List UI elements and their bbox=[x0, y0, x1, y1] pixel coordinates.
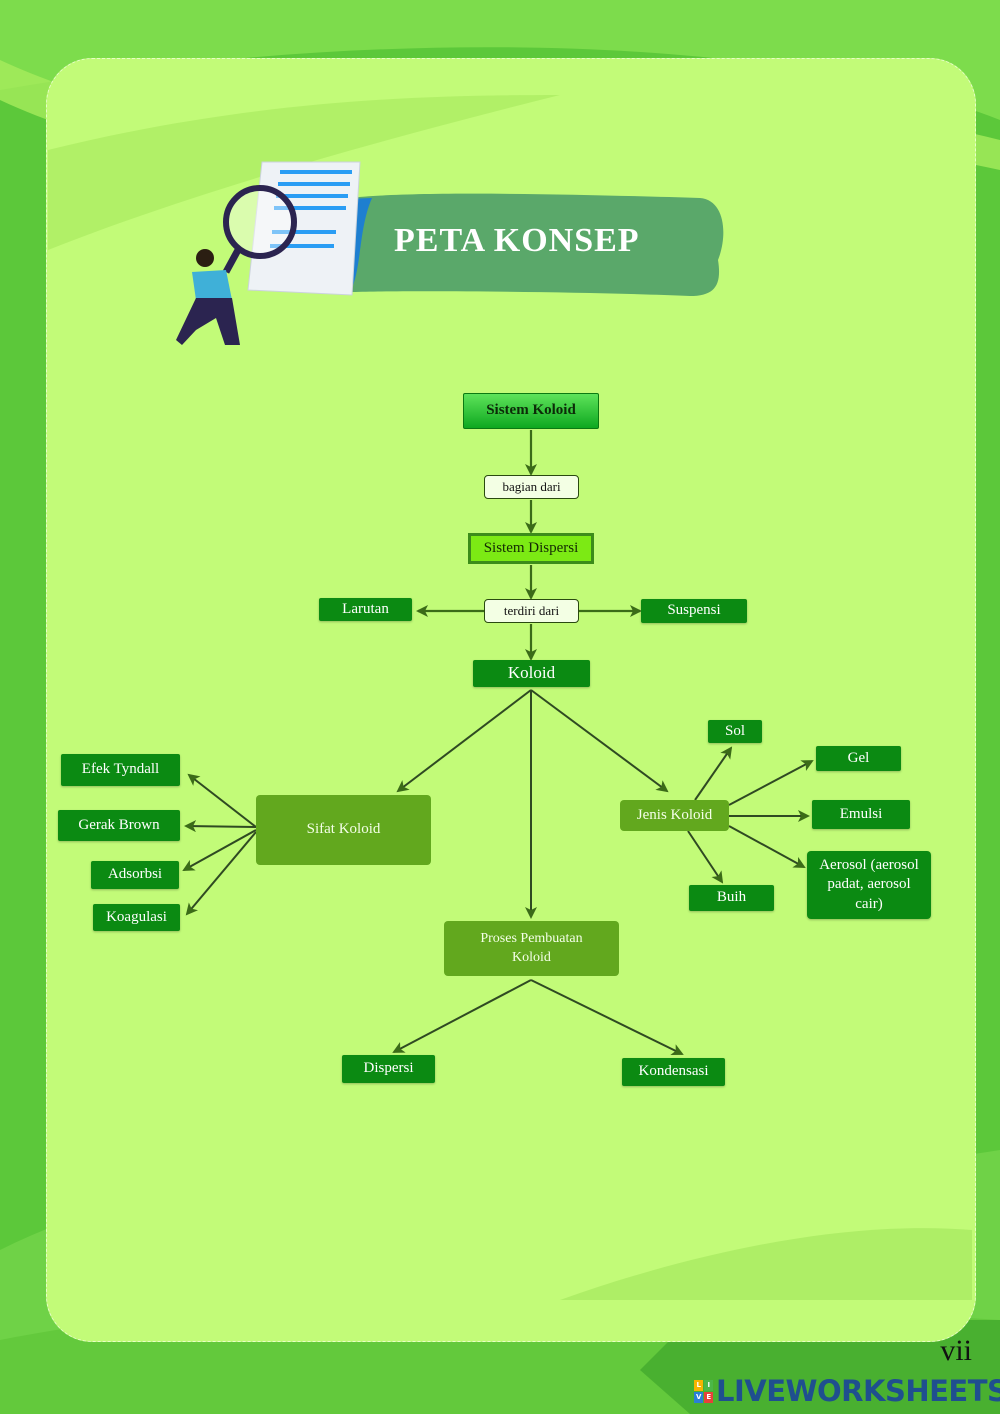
node-dispersi: Dispersi bbox=[342, 1055, 435, 1083]
magnifier-icon bbox=[223, 185, 297, 259]
node-sistem-dispersi: Sistem Dispersi bbox=[468, 533, 594, 564]
page-title: PETA KONSEP bbox=[394, 222, 640, 259]
link-terdiri-dari: terdiri dari bbox=[484, 599, 579, 623]
node-sifat-koloid: Sifat Koloid bbox=[256, 795, 431, 865]
node-koagulasi: Koagulasi bbox=[93, 904, 180, 931]
node-larutan: Larutan bbox=[319, 598, 412, 621]
node-kondensasi: Kondensasi bbox=[622, 1058, 725, 1086]
node-sol: Sol bbox=[708, 720, 762, 743]
node-efek-tyndall: Efek Tyndall bbox=[61, 754, 180, 786]
brand-text: LIVEWORKSHEETS bbox=[716, 1374, 1000, 1408]
page-number: vii bbox=[940, 1334, 972, 1367]
node-jenis-koloid: Jenis Koloid bbox=[620, 800, 729, 831]
node-koloid: Koloid bbox=[473, 660, 590, 687]
node-adsorbsi: Adsorbsi bbox=[91, 861, 179, 889]
node-gel: Gel bbox=[816, 746, 901, 771]
title-banner bbox=[344, 193, 724, 296]
link-bagian-dari: bagian dari bbox=[484, 475, 579, 499]
node-sistem-koloid: Sistem Koloid bbox=[463, 393, 599, 429]
node-emulsi: Emulsi bbox=[812, 800, 910, 829]
node-suspensi: Suspensi bbox=[641, 599, 747, 623]
node-gerak-brown: Gerak Brown bbox=[58, 810, 180, 841]
node-buih: Buih bbox=[689, 885, 774, 911]
node-aerosol: Aerosol (aerosol padat, aerosol cair) bbox=[807, 851, 931, 919]
node-proses-pembuatan: Proses Pembuatan Koloid bbox=[444, 921, 619, 976]
